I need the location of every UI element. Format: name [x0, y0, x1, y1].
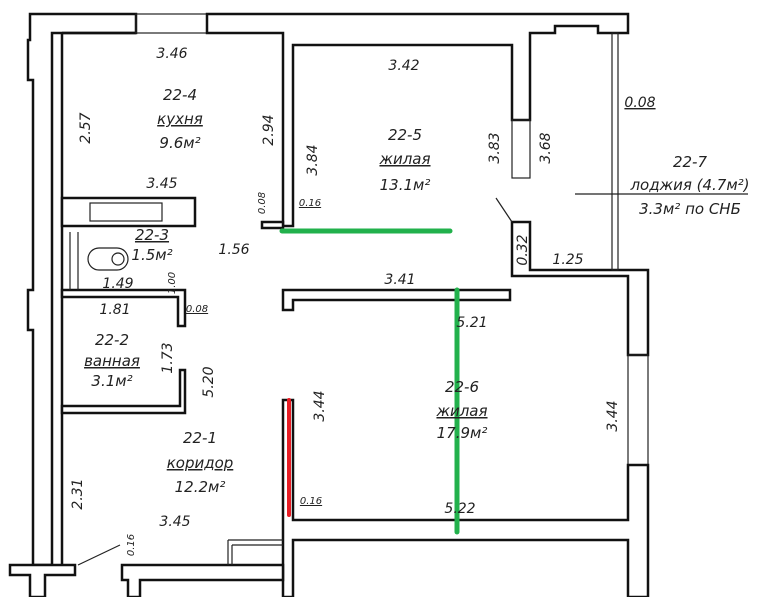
dim-label: 0.08 [186, 304, 208, 315]
dim-label: 1.49 [102, 276, 133, 292]
dim-label: 3.45 [146, 176, 177, 192]
dim-label: 3.46 [156, 46, 187, 62]
room-area: 17.9м² [437, 424, 488, 442]
room-id: 22-2 [95, 331, 129, 349]
room-living-small: 22-5 жилая 13.1м² [378, 126, 430, 194]
room-bathroom: 22-2 ванная 3.1м² [84, 331, 140, 390]
room-id: 22-1 [183, 429, 217, 447]
room-name: жилая [435, 402, 487, 420]
dim-label: 2.57 [78, 112, 94, 143]
dim-label: 3.42 [388, 58, 419, 74]
dim-label: 5.22 [444, 501, 475, 517]
room-corridor: 22-1 коридор 12.2м² [167, 429, 234, 496]
room-loggia: 22-7 лоджия (4.7м²) 3.3м² по СНБ [575, 153, 750, 218]
room-id: 22-7 [673, 153, 707, 171]
dim-label: 1.25 [552, 252, 583, 268]
room-area: 1.5м² [131, 246, 172, 264]
dim-label: 0.16 [299, 198, 321, 209]
walls [8, 12, 650, 597]
room-id: 22-4 [163, 86, 197, 104]
room-kitchen: 22-4 кухня 9.6м² [157, 86, 203, 152]
room-area: 13.1м² [380, 176, 431, 194]
dim-label: 3.41 [384, 272, 415, 288]
room-id: 22-6 [445, 378, 479, 396]
room-id: 22-3 [135, 226, 169, 244]
dim-label: 0.16 [300, 496, 322, 507]
dim-label: 0.16 [126, 534, 137, 556]
room-area: 3.3м² по СНБ [639, 200, 741, 218]
dim-label: 1.81 [99, 302, 130, 318]
room-name: коридор [167, 454, 234, 472]
dim-label: 3.44 [605, 400, 621, 431]
dim-label: 1.73 [160, 342, 176, 373]
room-area: 3.1м² [91, 372, 132, 390]
dim-label: 3.68 [538, 132, 554, 163]
dim-label: 2.94 [261, 114, 277, 145]
dim-label: 0.08 [624, 95, 655, 111]
dim-label: 0.08 [257, 192, 268, 214]
room-area: 9.6м² [159, 134, 200, 152]
dim-label: 3.45 [159, 514, 190, 530]
room-name: жилая [378, 150, 430, 168]
dimensions: 3.46 2.57 2.94 3.45 0.08 0.16 3.84 3.42 … [70, 46, 656, 556]
room-area: 12.2м² [175, 478, 226, 496]
room-id: 22-5 [388, 126, 422, 144]
dim-label: 5.20 [201, 366, 217, 397]
dim-label: 3.83 [487, 132, 503, 163]
dim-label: 3.84 [305, 144, 321, 175]
room-living-large: 22-6 жилая 17.9м² [435, 378, 487, 442]
room-name: кухня [157, 110, 203, 128]
dim-label: 0.32 [515, 234, 531, 265]
room-toilet: 22-3 1.5м² [131, 226, 172, 264]
dim-label: 1.56 [218, 242, 249, 258]
dim-label: 5.21 [456, 315, 487, 331]
dim-label: 1.00 [167, 272, 178, 294]
room-name: ванная [84, 352, 140, 370]
room-name: лоджия (4.7м²) [629, 176, 749, 194]
dim-label: 2.31 [70, 478, 86, 509]
dim-label: 3.44 [312, 390, 328, 421]
